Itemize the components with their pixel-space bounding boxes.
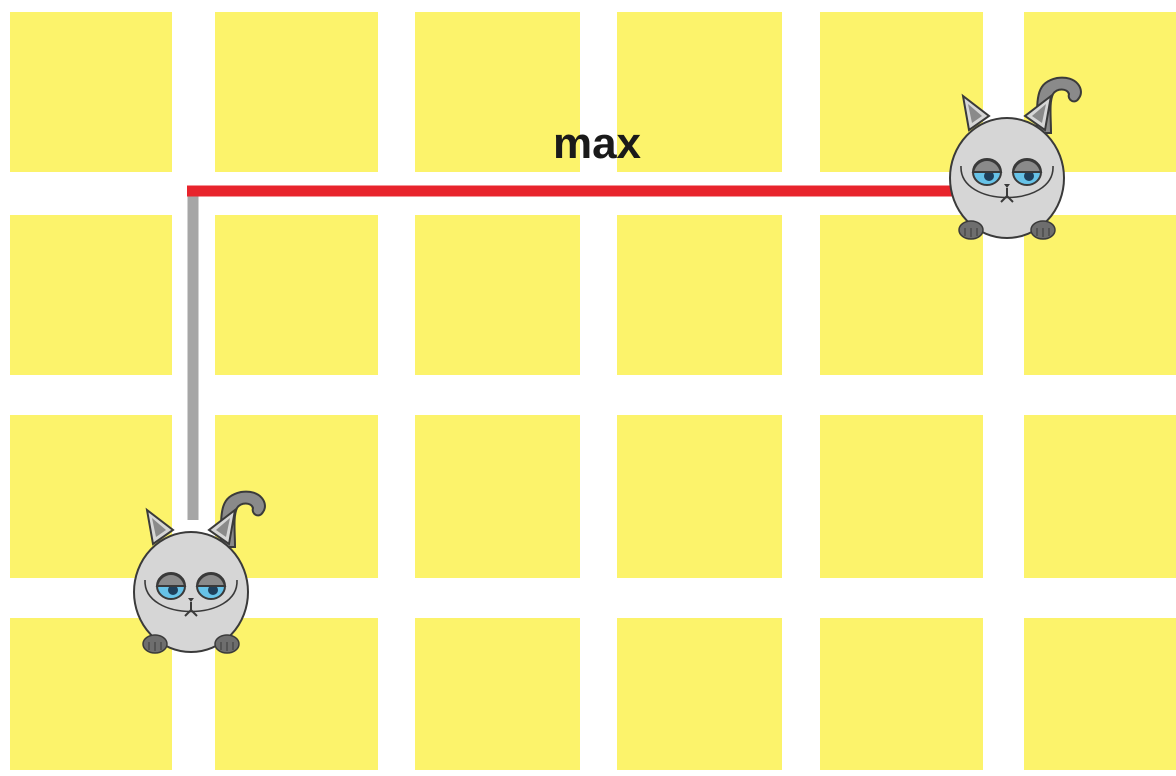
city-block xyxy=(820,415,983,578)
city-block xyxy=(617,215,782,375)
city-block xyxy=(1024,415,1176,578)
city-block xyxy=(415,415,580,578)
city-block xyxy=(820,618,983,770)
city-block xyxy=(415,618,580,770)
city-block xyxy=(617,618,782,770)
city-block xyxy=(215,618,378,770)
city-block xyxy=(617,12,782,172)
city-block xyxy=(1024,618,1176,770)
city-block xyxy=(415,215,580,375)
city-block xyxy=(215,12,378,172)
city-block xyxy=(617,415,782,578)
city-block xyxy=(10,215,172,375)
max-label: max xyxy=(553,119,642,168)
city-block xyxy=(215,215,378,375)
city-block xyxy=(10,12,172,172)
city-block xyxy=(820,215,983,375)
